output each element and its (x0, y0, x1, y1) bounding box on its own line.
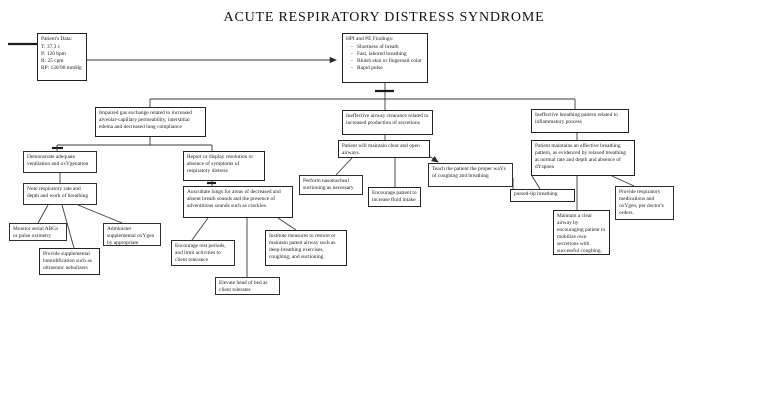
intervention-administer-oxygen-box: Administer supplemental oxYgen by approp… (103, 223, 161, 246)
diagnosis-breathing-pattern-box: Ineffective breathing pattern related to… (531, 109, 629, 133)
findings-heading: HPI and PE Findings: (346, 36, 394, 42)
page-title: ACUTE RESPIRATORY DISTRESS SYNDROME (223, 10, 545, 25)
patient-data-heading: Patient's Data: (41, 36, 73, 42)
intervention-pursed-lip-box: pursed-lip breathing (510, 189, 575, 202)
diagnosis-gas-exchange-box: Impaired gas exchange related to increas… (95, 107, 206, 137)
list-item: Fast, labored breathing (346, 51, 424, 58)
outcome-ventilation-box: Demonstrate adequate ventilation and oxY… (23, 151, 97, 173)
intervention-note-respiration-box: Note respiratory rate and depth and work… (23, 183, 97, 205)
list-item: Bluish skin or fingernail color (346, 58, 424, 65)
list-item: Shortness of breath (346, 44, 424, 51)
intervention-monitor-abg-box: Monitor serial ABGs or pulse oximetry (9, 223, 67, 241)
intervention-teach-coughing-box: Teach the patient the proper waYs of cou… (428, 163, 513, 187)
findings-list: Shortness of breathFast, labored breathi… (346, 44, 424, 72)
intervention-medications-box: Provide respiratory medications and oxYg… (615, 186, 674, 220)
intervention-fluids-box: Encourage patient to increase fluid inta… (368, 187, 421, 207)
list-item: T: 37.3 c (41, 44, 61, 51)
outcome-resolution-box: Report or display resolution or absence … (183, 151, 265, 181)
intervention-auscultate-box: Auscultate lungs for areas of decreased … (183, 186, 293, 218)
outcome-effective-pattern-box: Patient maintains an effective breathing… (531, 140, 635, 176)
list-item: Rapid pulse (346, 65, 424, 72)
list-item: R: 25 cpm (41, 58, 64, 65)
diagnosis-airway-clearance-box: Ineffective airway clearance related to … (342, 110, 433, 135)
intervention-rest-box: Encourage rest periods, and limit activi… (171, 240, 235, 266)
list-item: P: 120 bpm (41, 51, 66, 58)
intervention-humidification-box: Provide supplemental humidification such… (39, 248, 100, 275)
intervention-institute-measures-box: Institute measures to restore or maintai… (265, 230, 347, 266)
intervention-mobilize-secretions-box: Maintain a clear airway by encouraging p… (553, 210, 610, 255)
intervention-suction-box: Perform nasotracheal suctioning as neces… (299, 175, 363, 195)
list-item: BP: 130/90 mmHg (41, 65, 82, 72)
outcome-clear-airways-box: Patient will maintain clear and open air… (338, 140, 430, 158)
findings-box: HPI and PE Findings: Shortness of breath… (342, 33, 428, 83)
intervention-elevate-bed-box: Elevate head of bed as client tolerates (215, 277, 280, 295)
